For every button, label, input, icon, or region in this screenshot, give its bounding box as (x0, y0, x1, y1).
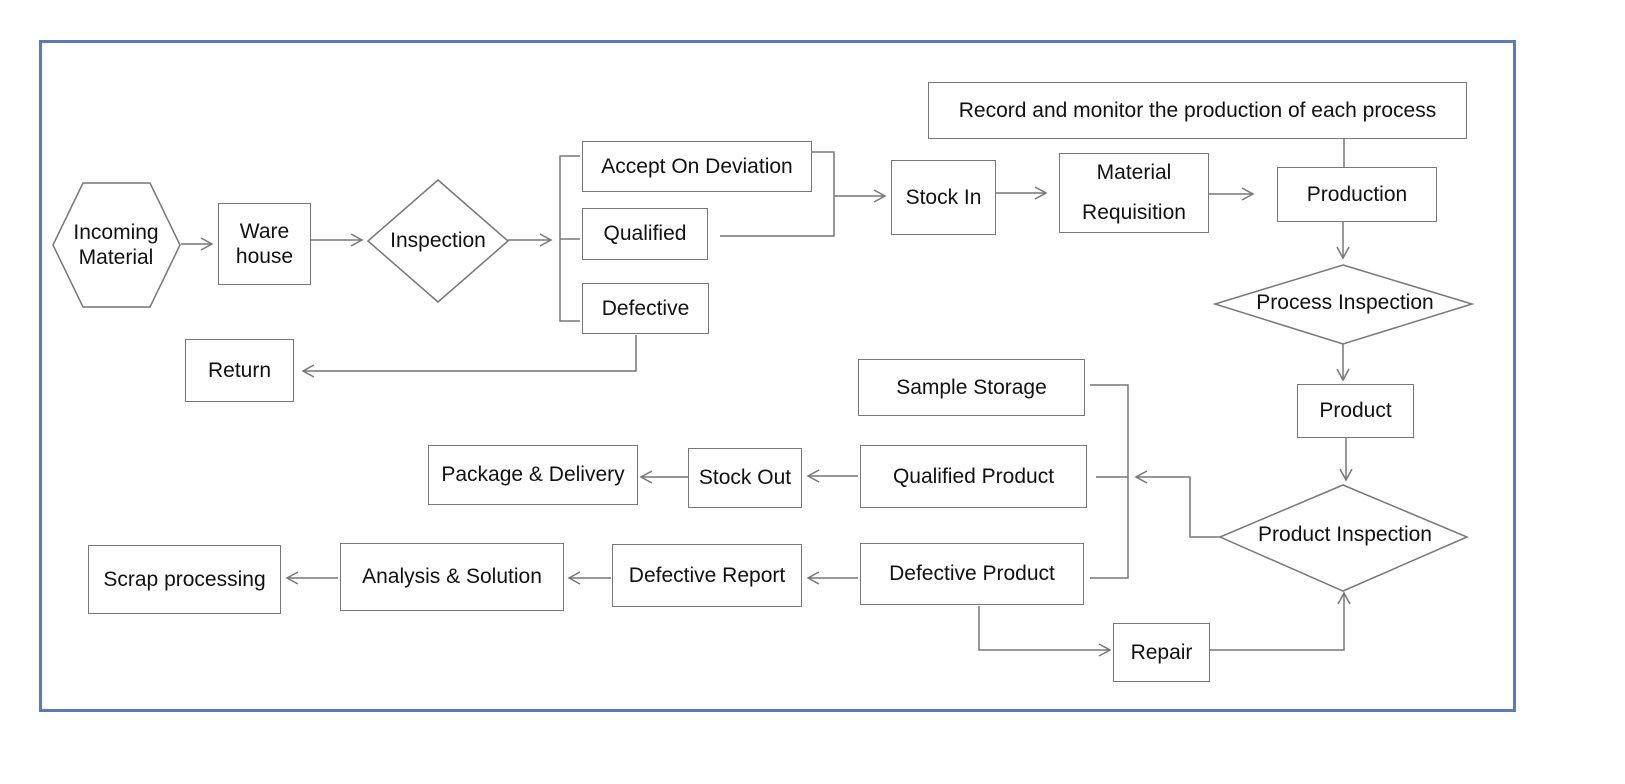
inspection-label: Inspection (390, 229, 486, 253)
connector-accept-qualified-merge (720, 151, 835, 237)
connector-repair-to-product-inspection (1210, 591, 1351, 651)
qualified-box: Qualified (582, 208, 708, 260)
scrap-processing-box: Scrap processing (88, 545, 281, 614)
sample-storage-box: Sample Storage (858, 359, 1085, 416)
connector-product-inspection-to-bracket (1134, 470, 1220, 538)
defective-product-box: Defective Product (860, 543, 1084, 605)
defective-report-box: Defective Report (612, 544, 802, 607)
defective-box: Defective (582, 283, 709, 334)
connector-defective-to-return (301, 335, 637, 378)
warehouse-box: Ware house (218, 203, 311, 285)
product-inspection-label: Product Inspection (1258, 523, 1432, 547)
production-box: Production (1277, 167, 1437, 222)
result-bracket (559, 155, 580, 322)
connector-defective-product-to-repair (978, 606, 1112, 657)
incoming-material-label: Incoming Material (73, 220, 159, 269)
return-box: Return (185, 339, 294, 402)
stock-out-box: Stock Out (688, 448, 802, 508)
product-inspection-shape (1218, 484, 1469, 592)
qualified-product-box: Qualified Product (860, 445, 1087, 508)
repair-box: Repair (1113, 623, 1210, 682)
package-delivery-box: Package & Delivery (428, 445, 638, 505)
stock-in-box: Stock In (891, 160, 996, 235)
inspection-shape (366, 179, 510, 303)
accept-on-deviation-box: Accept On Deviation (582, 141, 812, 192)
product-box: Product (1297, 384, 1414, 438)
record-monitor-box: Record and monitor the production of eac… (928, 82, 1467, 139)
process-inspection-label: Process Inspection (1256, 291, 1434, 315)
material-requisition-box: Material Requisition (1059, 153, 1209, 233)
incoming-material-shape (52, 182, 181, 308)
analysis-solution-box: Analysis & Solution (340, 543, 564, 611)
output-bracket (1090, 384, 1129, 579)
